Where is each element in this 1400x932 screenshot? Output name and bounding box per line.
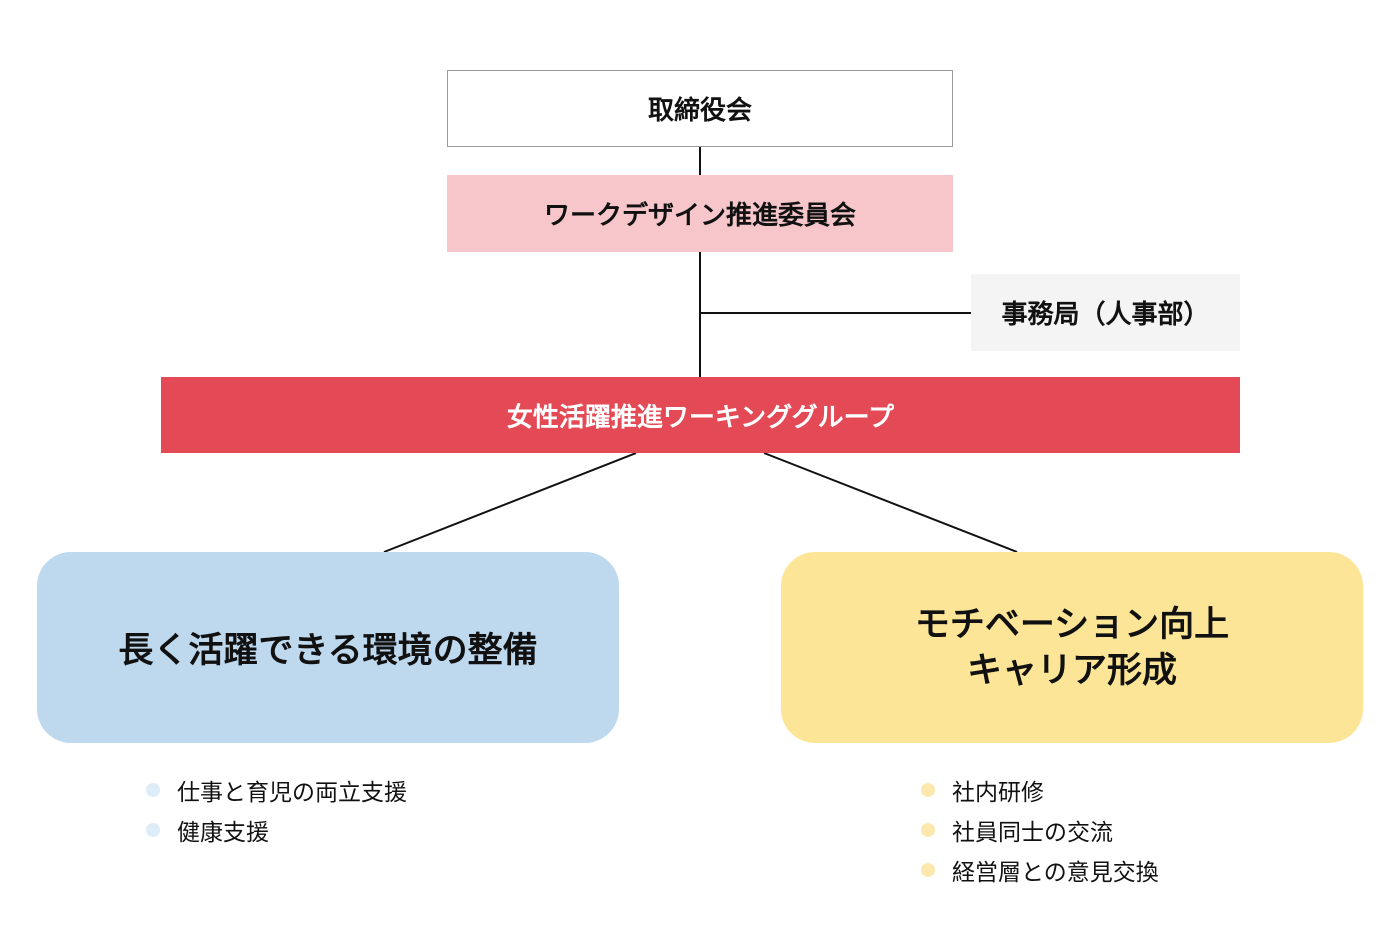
connector-to-left-pillar: [383, 452, 637, 553]
list-item: 仕事と育児の両立支援: [146, 770, 407, 810]
list-item: 社員同士の交流: [921, 810, 1159, 850]
bullet-dot-icon: [146, 823, 160, 837]
pillar-environment-title: 長く活躍できる環境の整備: [118, 631, 538, 671]
pillar-motivation-box: モチベーション向上 キャリア形成: [781, 552, 1363, 743]
list-item: 社内研修: [921, 770, 1159, 810]
working-group-box: 女性活躍推進ワーキンググループ: [161, 377, 1240, 453]
work-design-committee-box: ワークデザイン推進委員会: [447, 175, 953, 252]
working-group-label: 女性活躍推進ワーキンググループ: [506, 402, 895, 433]
board-of-directors-label: 取締役会: [647, 96, 752, 126]
secretariat-box: 事務局（人事部）: [971, 274, 1240, 351]
bullet-dot-icon: [921, 823, 935, 837]
list-item-label: 仕事と育児の両立支援: [177, 780, 407, 806]
list-item: 経営層との意見交換: [921, 850, 1159, 890]
career-initiatives-list: 社内研修 社員同士の交流 経営層との意見交換: [921, 770, 1159, 890]
pillar-motivation-title-line-1: モチベーション向上: [914, 604, 1230, 645]
environment-initiatives-list: 仕事と育児の両立支援 健康支援: [146, 770, 407, 850]
bullet-dot-icon: [921, 863, 935, 877]
list-item-label: 社内研修: [952, 780, 1044, 806]
bullet-dot-icon: [921, 783, 935, 797]
bullet-dot-icon: [146, 783, 160, 797]
pillar-motivation-title-line-2: キャリア形成: [966, 650, 1177, 691]
board-of-directors-box: 取締役会: [447, 70, 953, 147]
list-item-label: 社員同士の交流: [952, 820, 1113, 846]
secretariat-label: 事務局（人事部）: [1001, 300, 1210, 330]
list-item: 健康支援: [146, 810, 407, 850]
connector-to-right-pillar: [763, 452, 1018, 553]
pillar-environment-box: 長く活躍できる環境の整備: [37, 552, 619, 743]
list-item-label: 経営層との意見交換: [952, 860, 1159, 886]
list-item-label: 健康支援: [177, 820, 269, 846]
work-design-committee-label: ワークデザイン推進委員会: [543, 201, 856, 231]
